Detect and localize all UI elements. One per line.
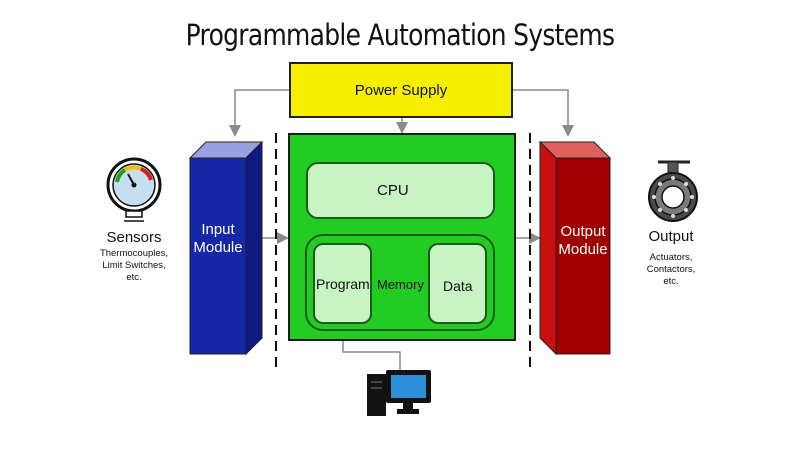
power-supply-box: Power Supply xyxy=(289,62,513,118)
output-examples: Actuators, Contactors, etc. xyxy=(646,252,696,287)
page-title: Programmable Automation Systems xyxy=(185,18,615,52)
output-module-block xyxy=(538,140,612,356)
program-box xyxy=(313,243,372,324)
memory-label: Memory xyxy=(377,277,424,292)
data-label: Data xyxy=(443,278,473,294)
sensors-title: Sensors xyxy=(106,229,162,246)
output-title: Output xyxy=(648,228,694,245)
dashed-separators xyxy=(275,133,531,372)
gauge-icon xyxy=(106,157,162,222)
output-module-label: Output Module xyxy=(558,223,608,258)
input-module-block xyxy=(188,140,264,356)
cpu-label: CPU xyxy=(377,182,409,199)
data-box xyxy=(428,243,487,324)
computer-icon xyxy=(367,370,431,416)
program-label: Program xyxy=(316,276,370,292)
input-module-label: Input Module xyxy=(193,221,243,256)
cpu-box xyxy=(306,162,495,219)
memory-group xyxy=(305,234,495,331)
sensors-examples: Thermocouples, Limit Switches, etc. xyxy=(99,248,169,283)
valve-icon xyxy=(648,160,698,222)
power-supply-label: Power Supply xyxy=(354,81,448,99)
